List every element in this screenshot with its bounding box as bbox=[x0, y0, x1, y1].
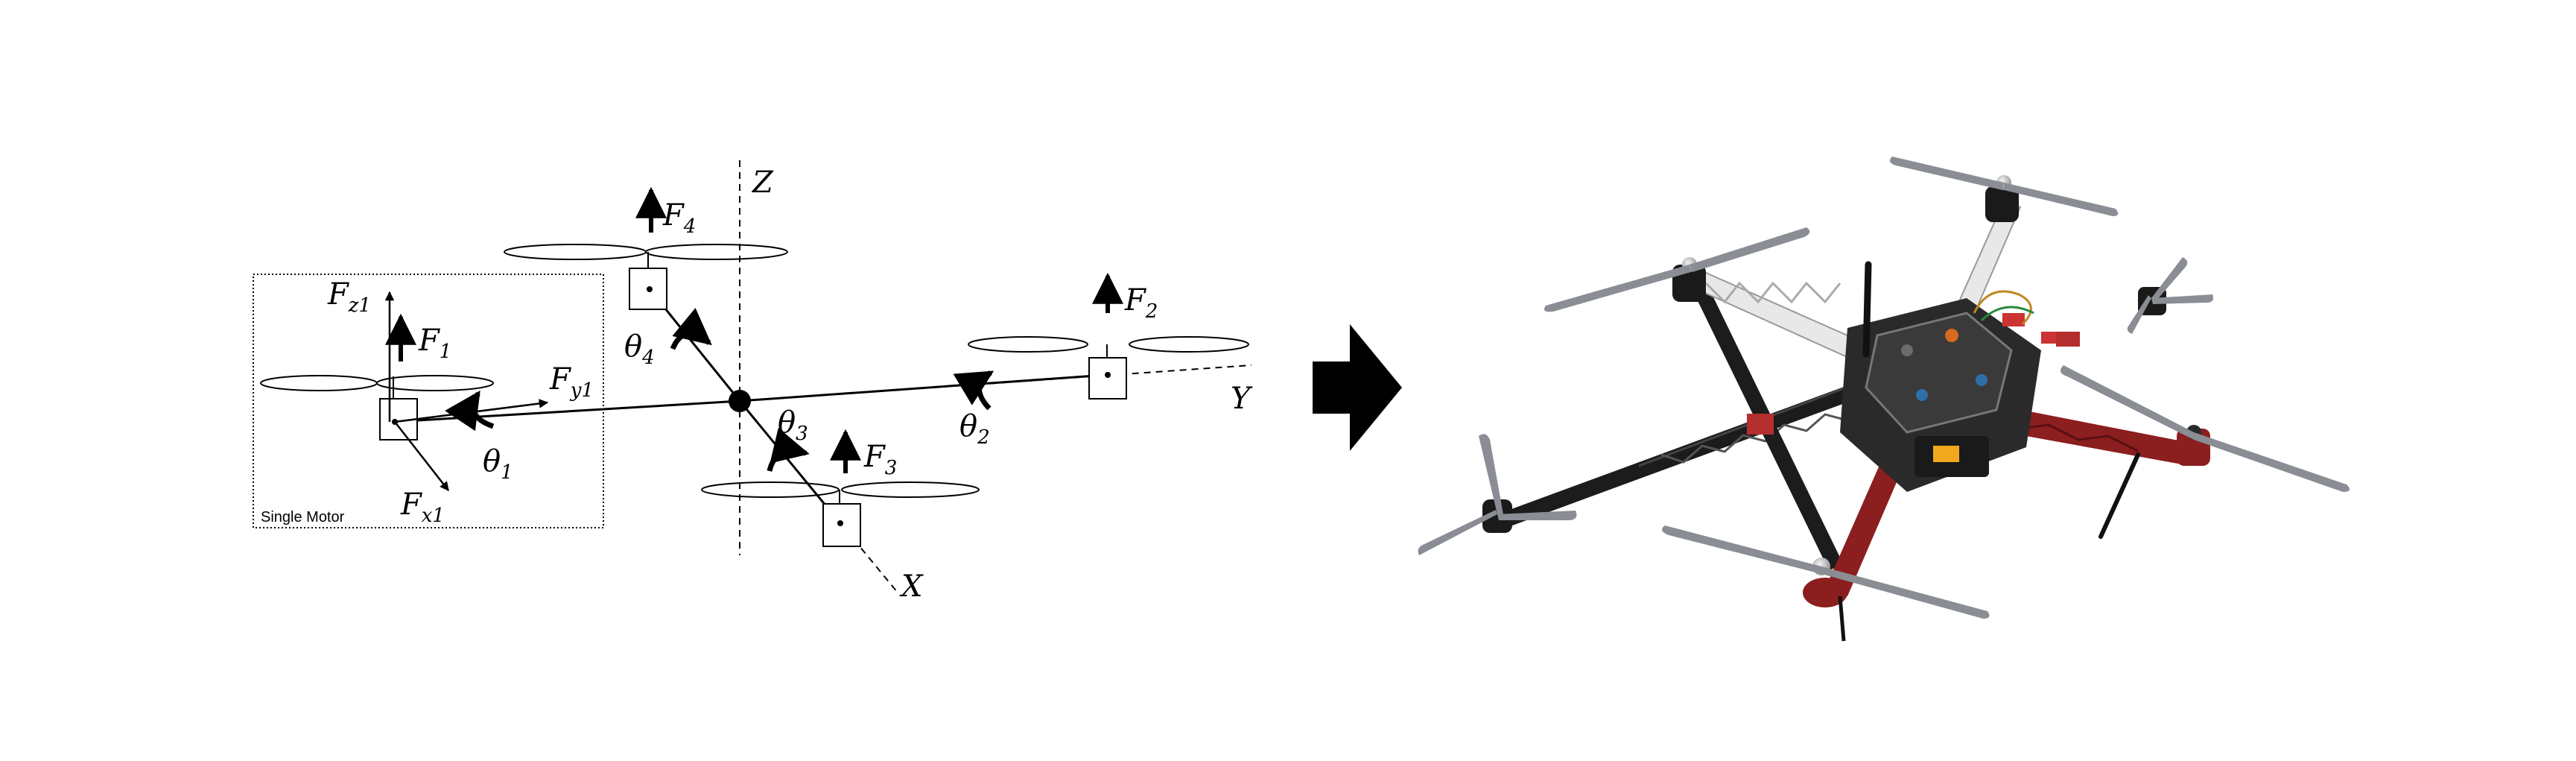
x-axis-label: X bbox=[899, 569, 924, 604]
landing-leg bbox=[2098, 452, 2140, 539]
propeller-right bbox=[2061, 365, 2350, 492]
free-body-diagram: Single Motor Z Y X Fz1 bbox=[253, 160, 1253, 604]
right-arrow-icon bbox=[1313, 324, 1402, 451]
f3-label: F3 bbox=[863, 440, 897, 479]
fy1-label: Fy1 bbox=[549, 362, 594, 402]
theta2-label: θ2 bbox=[959, 409, 990, 449]
motor-1 bbox=[260, 375, 494, 441]
drone-body bbox=[1747, 261, 2080, 492]
z-axis-label: Z bbox=[751, 165, 774, 200]
theta1-rotation-arrow bbox=[445, 390, 495, 432]
motor-bottom bbox=[1803, 558, 1847, 642]
f1-label: F1 bbox=[418, 323, 451, 363]
theta2-rotation-arrow bbox=[953, 370, 994, 411]
propeller-top-left bbox=[1544, 227, 1810, 312]
propeller-bottom bbox=[1662, 525, 1990, 619]
theta3-label: θ3 bbox=[778, 405, 808, 445]
theta4-label: θ4 bbox=[624, 329, 655, 369]
theta4-rotation-arrow bbox=[670, 308, 712, 350]
arm-to-motor-1 bbox=[393, 400, 740, 423]
arm-to-motor-2 bbox=[739, 373, 1107, 402]
single-motor-box bbox=[253, 274, 604, 528]
single-motor-caption: Single Motor bbox=[261, 509, 345, 525]
f2-label: F2 bbox=[1124, 283, 1158, 323]
theta1-label: θ1 bbox=[483, 444, 513, 484]
fx1-arrow bbox=[394, 421, 449, 491]
theta3-rotation-arrow bbox=[767, 427, 810, 472]
motor-left bbox=[1482, 499, 1512, 533]
antenna bbox=[1862, 261, 1872, 358]
center-of-mass bbox=[729, 390, 751, 412]
propeller-left-tri bbox=[1418, 434, 1577, 555]
f4-label: F4 bbox=[662, 198, 696, 238]
quadcopter-drone-photo bbox=[1418, 157, 2350, 642]
motor-2 bbox=[968, 336, 1249, 400]
motor-3 bbox=[701, 481, 980, 547]
fx1-label: Fx1 bbox=[400, 487, 445, 527]
y-axis-label: Y bbox=[1231, 382, 1253, 416]
propeller-far-right-tri bbox=[2127, 257, 2213, 334]
motor-4 bbox=[504, 244, 788, 310]
fz1-label: Fz1 bbox=[327, 277, 371, 317]
propeller-top bbox=[1889, 157, 2119, 216]
